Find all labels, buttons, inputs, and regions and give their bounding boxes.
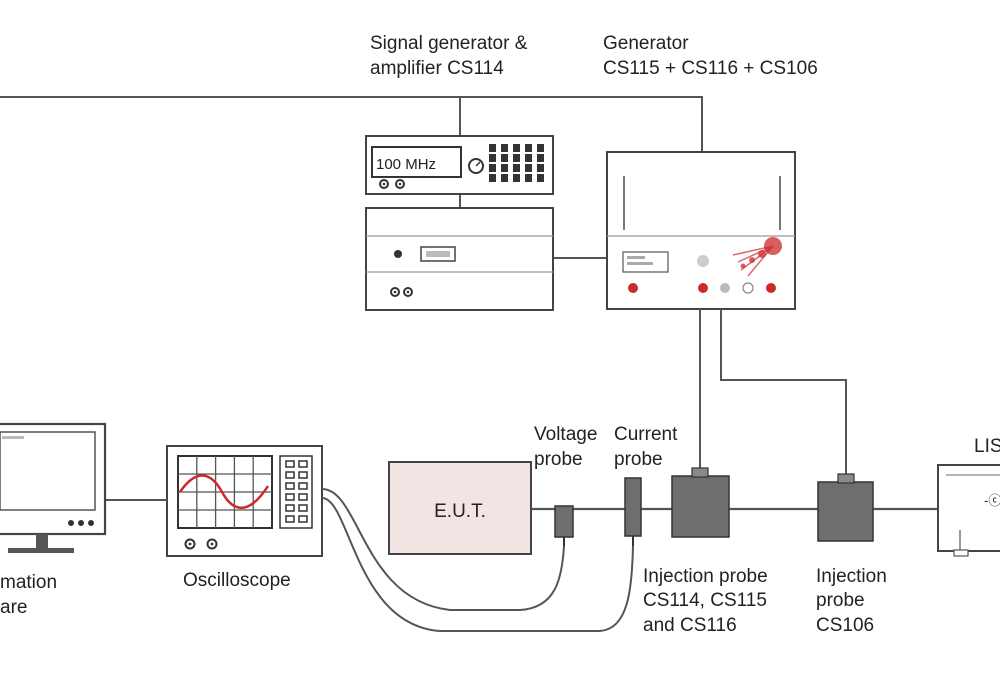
injection-probe-1-label-line1: Injection probe: [643, 566, 768, 587]
injection-probe-2-label-line2: probe: [816, 590, 865, 611]
eut-box: E.U.T.: [388, 461, 532, 555]
amplifier-unit: [365, 207, 554, 311]
injection-probe-2-cable: [720, 309, 847, 474]
probe-cables: [321, 488, 634, 632]
generator-label-line1: Generator: [603, 33, 689, 54]
sine-wave-trace: [178, 474, 270, 510]
injection-probe-1-label-line3: and CS116: [643, 615, 737, 636]
status-lamp-icon: [697, 255, 709, 267]
signal-generator-label-line2: amplifier CS114: [370, 58, 504, 79]
voltage-probe-label-line1: Voltage: [534, 424, 597, 445]
amplifier-connector-icons: [390, 287, 413, 297]
monitor-stand: [36, 534, 48, 548]
lisn-label: LIS: [974, 436, 1000, 457]
injection-probe-1-label-line2: CS114, CS115: [643, 590, 767, 611]
monitor-screen: [0, 431, 96, 511]
eut-label: E.U.T.: [434, 501, 486, 522]
transient-generator-connector-icons: [628, 282, 776, 294]
top-bus-cable: [0, 96, 703, 152]
frequency-display: [371, 146, 462, 178]
monitor-base: [8, 548, 74, 553]
generator-connector-icons: [379, 179, 405, 189]
lisn-unit: -ⓒ: [937, 464, 1000, 557]
current-probe-label-line1: Current: [614, 424, 678, 445]
voltage-probe-label-line2: probe: [534, 449, 583, 470]
svg-text:-ⓒ: -ⓒ: [984, 493, 1000, 508]
automation-software-label-line1: mation: [0, 572, 57, 593]
injection-probe-1: [671, 467, 730, 538]
oscilloscope-controls: [279, 455, 313, 529]
current-probe-label-line2: probe: [614, 449, 663, 470]
injection-probe-2-label-line3: CS106: [816, 615, 874, 636]
voltage-probe: [554, 505, 574, 546]
monitor-button-icons: [68, 520, 94, 526]
oscilloscope-grid: [178, 456, 272, 528]
frequency-display-text: 100 MHz: [376, 156, 436, 173]
oscilloscope-label: Oscilloscope: [183, 570, 291, 591]
amplifier-indicator-icon: [394, 250, 402, 258]
oscilloscope: [166, 445, 323, 557]
current-probe: [624, 477, 642, 546]
injection-cables: [699, 309, 847, 474]
generator-label-line2: CS115 + CS116 + CS106: [603, 58, 818, 79]
injection-probe-2: [817, 473, 874, 542]
computer-monitor: [0, 422, 107, 553]
signal-generator-unit: 100 MHz: [365, 135, 554, 195]
automation-software-label-line2: are: [0, 597, 27, 618]
signal-generator-label-line1: Signal generator &: [370, 33, 528, 54]
injection-probe-2-label-line1: Injection: [816, 566, 887, 587]
transient-generator-unit: [606, 151, 796, 310]
oscilloscope-connector-icons: [184, 538, 218, 550]
top-bus-cables: [0, 96, 703, 259]
